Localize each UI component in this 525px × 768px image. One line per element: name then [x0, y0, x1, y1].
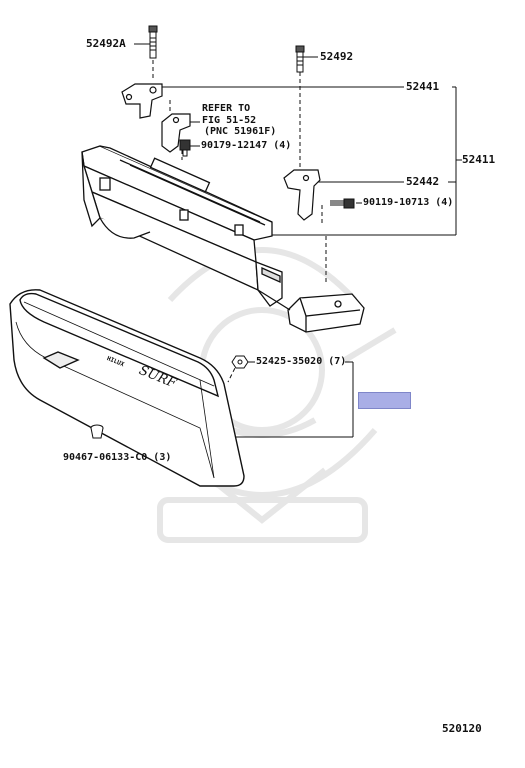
- label-refer-line3: (PNC 51961F): [204, 126, 277, 137]
- label-52442: 52442: [406, 175, 440, 188]
- bumper-cover: [9, 289, 245, 487]
- label-52411: 52411: [462, 153, 496, 166]
- bumper-reinforcement: [81, 145, 365, 333]
- label-bolt-90179: 90179-12147 (4): [201, 140, 292, 151]
- label-refer-line1: REFER TO: [202, 103, 251, 114]
- label-52492: 52492: [320, 50, 354, 63]
- bracket-52442: [283, 169, 321, 221]
- bolt-90119: [330, 198, 355, 209]
- bracket-52441: [121, 83, 163, 119]
- nut-52425: [231, 355, 249, 369]
- refer-bracket: [161, 113, 191, 153]
- clip-90467: [90, 424, 104, 439]
- bolt-90179: [179, 139, 191, 157]
- label-bolt-90119: 90119-10713 (4): [363, 197, 454, 208]
- figure-number: 520120: [442, 722, 482, 735]
- leader-lines: [134, 43, 462, 438]
- label-nut-52425: 52425-35020 (7): [256, 356, 347, 367]
- label-clip-90467: 90467-06133-C0 (3): [63, 452, 172, 463]
- highlight-callout-box[interactable]: [358, 392, 411, 409]
- stud-52492a: [148, 25, 158, 59]
- label-52492a: 52492A: [86, 37, 126, 50]
- label-refer-line2: FIG 51-52: [202, 115, 257, 126]
- label-52441: 52441: [406, 80, 440, 93]
- stud-52492: [295, 45, 305, 73]
